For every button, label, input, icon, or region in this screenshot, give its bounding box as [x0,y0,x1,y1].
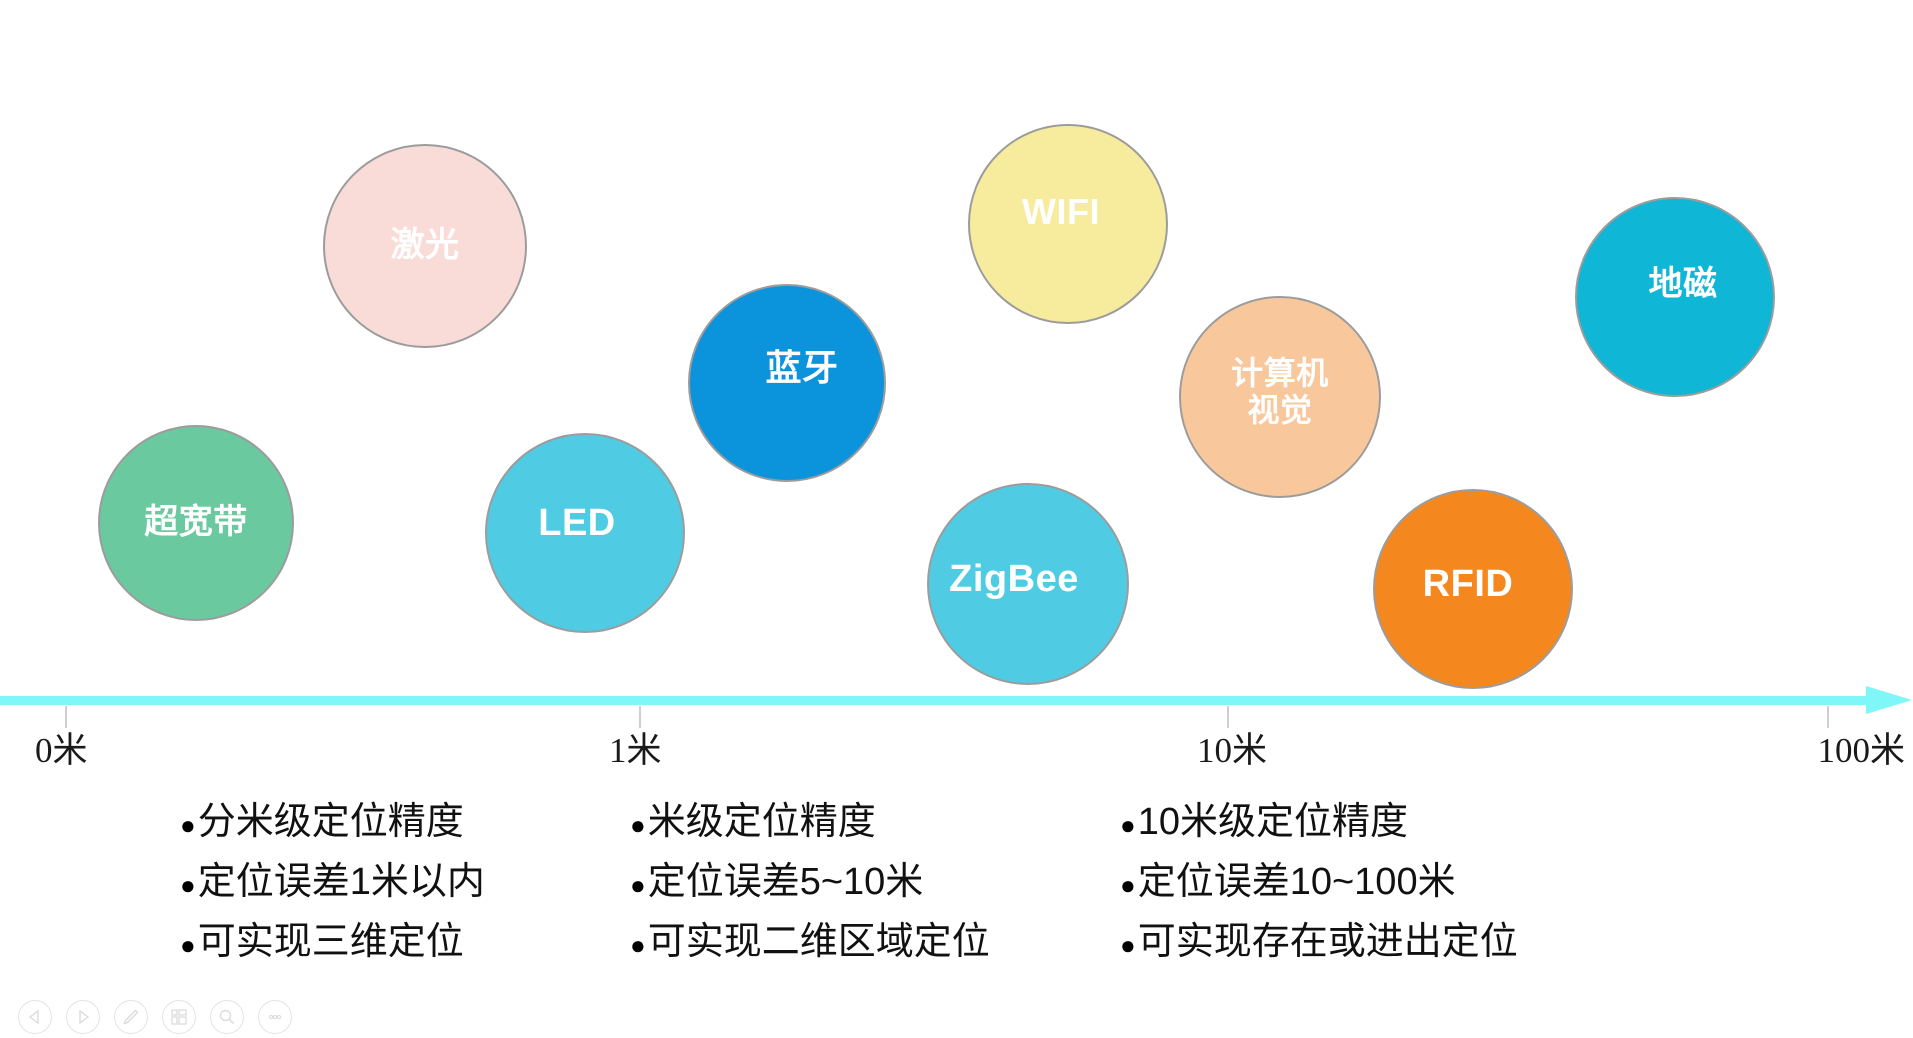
bullet-item: ●10米级定位精度 [1120,790,1518,850]
axis-tick-label: 100米 [1817,731,1905,770]
bullet-item: ●定位误差5~10米 [630,850,990,910]
axis-line [0,696,1868,705]
bullet-column-decimeter-accuracy: ●分米级定位精度●定位误差1米以内●可实现三维定位 [180,790,485,970]
axis-tick-label: 10米 [1197,731,1268,770]
bullet-text: 米级定位精度 [647,801,876,843]
bullet-dot-icon: ● [180,870,196,900]
bullet-item: ●定位误差10~100米 [1120,850,1518,910]
bullet-item: ●可实现存在或进出定位 [1120,910,1518,970]
more-options-icon[interactable] [258,1000,292,1034]
bullet-item: ●定位误差1米以内 [180,850,485,910]
bullet-column-ten-meter-accuracy: ●10米级定位精度●定位误差10~100米●可实现存在或进出定位 [1120,790,1518,970]
bubble-bluetooth: 蓝牙 [688,284,886,482]
bubble-geomagnetic: 地磁 [1575,197,1775,397]
bubble-uwb: 超宽带 [98,425,294,621]
bullet-dot-icon: ● [180,810,196,840]
axis-tick [639,706,641,728]
bubble-label: 激光 [390,226,460,265]
bullet-dot-icon: ● [630,870,646,900]
bullet-dot-icon: ● [1120,870,1136,900]
previous-slide-icon[interactable] [18,1000,52,1034]
bullet-text: 可实现二维区域定位 [647,921,990,963]
bullet-text: 定位误差5~10米 [647,861,924,903]
bubble-zigbee: ZigBee [927,483,1129,685]
bullet-dot-icon: ● [630,930,646,960]
bullet-dot-icon: ● [180,930,196,960]
bubble-laser: 激光 [323,144,527,348]
bullet-dot-icon: ● [630,810,646,840]
bubble-led: LED [485,433,685,633]
bubble-label: WIFI [1022,191,1100,233]
axis-tick-label: 0米 [35,731,88,770]
axis-tick-label: 1米 [609,731,662,770]
bubble-rfid: RFID [1373,489,1573,689]
pen-icon[interactable] [114,1000,148,1034]
bullet-text: 定位误差10~100米 [1137,861,1456,903]
bubble-label: RFID [1422,563,1514,606]
bullet-item: ●分米级定位精度 [180,790,485,850]
bullet-item: ●可实现二维区域定位 [630,910,990,970]
bubble-label: 超宽带 [144,503,248,542]
presentation-toolbar[interactable] [18,1000,292,1034]
bubble-label: 地磁 [1648,265,1718,304]
bullet-text: 可实现存在或进出定位 [1137,921,1518,963]
bullet-dot-icon: ● [1120,930,1136,960]
bullet-text: 可实现三维定位 [197,921,464,963]
bullet-text: 分米级定位精度 [197,801,464,843]
bullet-text: 定位误差1米以内 [197,861,485,903]
slide-overview-icon[interactable] [162,1000,196,1034]
bubble-label: LED [538,502,616,545]
axis-arrow-icon [1866,686,1912,714]
next-slide-icon[interactable] [66,1000,100,1034]
bubble-cv: 计算机 视觉 [1179,296,1381,498]
bullet-item: ●可实现三维定位 [180,910,485,970]
bullet-item: ●米级定位精度 [630,790,990,850]
bubble-label: ZigBee [949,558,1079,601]
axis-tick [1827,706,1829,728]
bubble-label: 蓝牙 [765,347,839,389]
bubble-label: 计算机 视觉 [1231,355,1329,428]
bullet-text: 10米级定位精度 [1137,801,1408,843]
zoom-icon[interactable] [210,1000,244,1034]
bullet-dot-icon: ● [1120,810,1136,840]
axis-tick [65,706,67,728]
bubble-wifi: WIFI [968,124,1168,324]
axis-tick [1227,706,1229,728]
bullet-column-meter-accuracy: ●米级定位精度●定位误差5~10米●可实现二维区域定位 [630,790,990,970]
